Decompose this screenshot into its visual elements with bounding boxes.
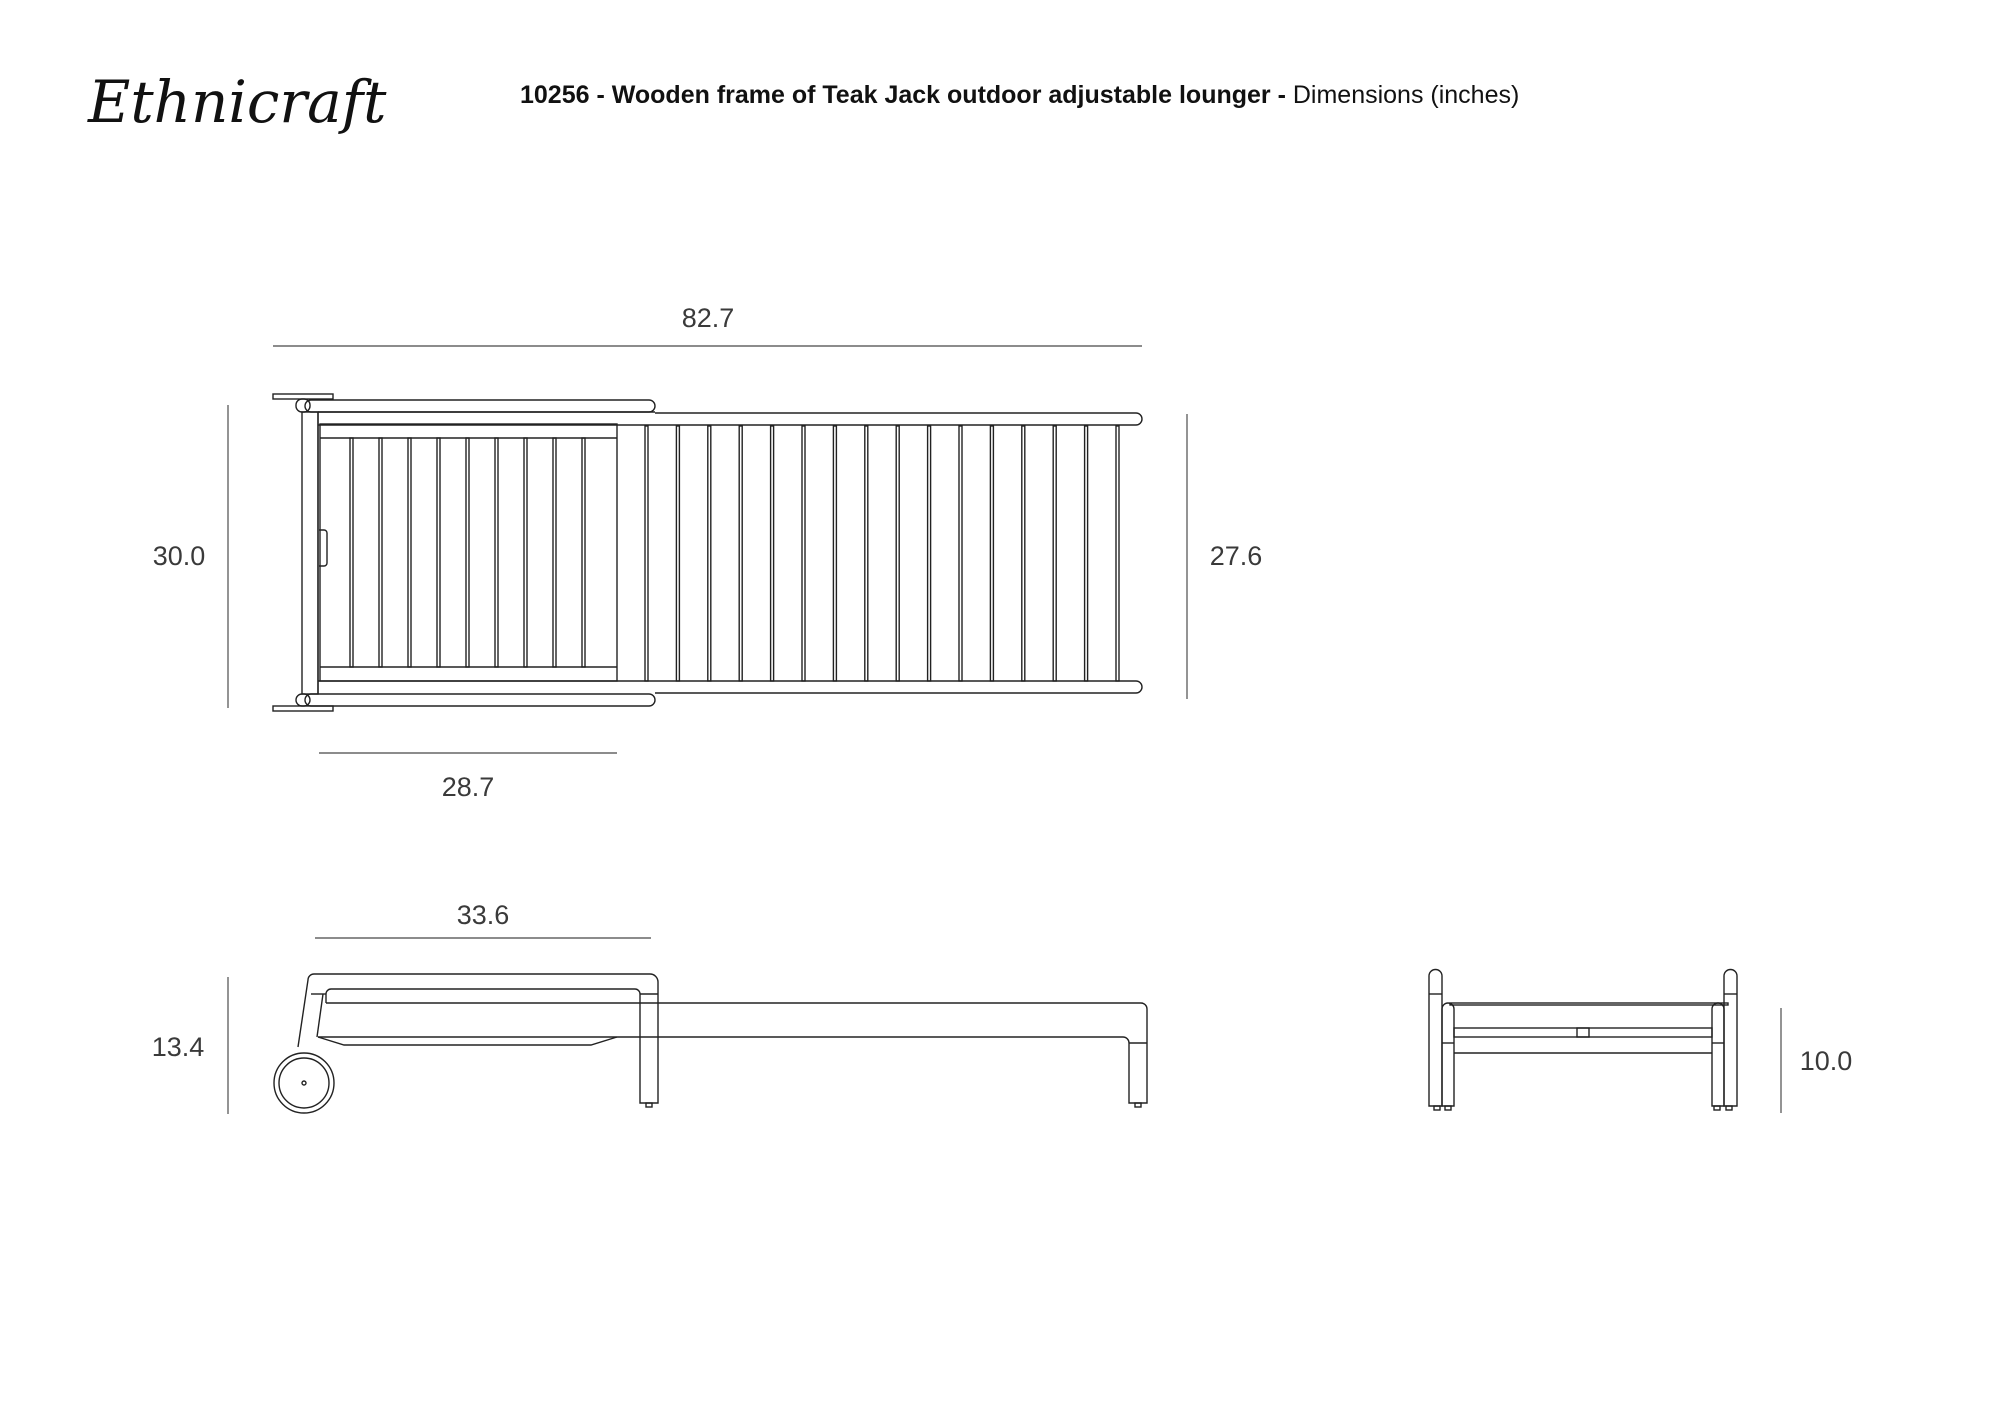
backrest-frame bbox=[319, 423, 618, 682]
slat bbox=[864, 425, 869, 682]
foot bbox=[1713, 1105, 1721, 1111]
dim-overall-height: 13.4 bbox=[152, 1032, 205, 1062]
top-plate bbox=[272, 393, 334, 400]
wheel-tire bbox=[278, 1057, 330, 1109]
cross-rail bbox=[1453, 1027, 1713, 1038]
wheel-hub bbox=[301, 1080, 307, 1086]
front-view bbox=[1428, 968, 1738, 1111]
dim-backrest-length: 28.7 bbox=[442, 772, 495, 802]
slat bbox=[552, 437, 557, 668]
slat bbox=[465, 437, 470, 668]
backrest-slats bbox=[349, 437, 586, 668]
bottom-plate bbox=[272, 705, 334, 712]
title-units: Dimensions (inches) bbox=[1286, 81, 1519, 109]
right-inner-post bbox=[1711, 1002, 1725, 1107]
ethnicraft-logo: Ethnicraft bbox=[87, 68, 387, 136]
seat-frame bbox=[317, 411, 1143, 694]
dim-overall-width: 30.0 bbox=[153, 541, 206, 571]
left-outer-post bbox=[1428, 968, 1443, 1107]
dim-seat-width: 27.6 bbox=[1210, 541, 1263, 571]
wheel bbox=[273, 1052, 335, 1114]
center-block bbox=[1576, 1027, 1590, 1038]
backrest-rail-top bbox=[304, 399, 656, 413]
right-outer-post bbox=[1723, 968, 1738, 1107]
slat bbox=[523, 437, 528, 668]
slat bbox=[738, 425, 743, 682]
foot bbox=[1444, 1105, 1452, 1111]
left-inner-post bbox=[1441, 1002, 1455, 1107]
seat-slats bbox=[644, 425, 1120, 682]
slat bbox=[1083, 425, 1089, 682]
bottom-knuckle bbox=[295, 693, 311, 707]
dim-seat-height: 10.0 bbox=[1800, 1046, 1853, 1076]
slat bbox=[801, 425, 806, 682]
side-view bbox=[273, 973, 1148, 1114]
backrest-side bbox=[297, 973, 659, 1104]
seat-side bbox=[318, 1002, 1148, 1104]
under-seat-tray bbox=[317, 1036, 618, 1046]
page-title: 10256 - Wooden frame of Teak Jack outdoo… bbox=[520, 81, 1519, 109]
slat bbox=[1021, 425, 1026, 682]
slat bbox=[378, 437, 383, 668]
slat bbox=[407, 437, 412, 668]
slat bbox=[644, 425, 649, 682]
slat bbox=[581, 437, 586, 668]
slat bbox=[769, 425, 775, 682]
slat bbox=[675, 425, 681, 682]
slat bbox=[436, 437, 441, 668]
dim-backrest-depth: 33.6 bbox=[457, 900, 510, 930]
seat-top bbox=[1449, 1002, 1729, 1006]
slat bbox=[1052, 425, 1057, 682]
backrest-rail-bottom bbox=[304, 693, 656, 707]
strut-inner bbox=[316, 993, 324, 1038]
backrest-handle bbox=[319, 529, 328, 567]
foot bbox=[1433, 1105, 1441, 1111]
slat bbox=[832, 425, 838, 682]
backrest-end-bar bbox=[301, 411, 319, 695]
front-foot bbox=[1134, 1102, 1142, 1108]
slat bbox=[895, 425, 900, 682]
foot bbox=[1725, 1105, 1733, 1111]
slat bbox=[958, 425, 963, 682]
slat bbox=[989, 425, 995, 682]
top-view bbox=[272, 393, 1143, 712]
slat bbox=[494, 437, 499, 668]
slat bbox=[707, 425, 712, 682]
title-product: 10256 - Wooden frame of Teak Jack outdoo… bbox=[520, 81, 1286, 109]
slat bbox=[1115, 425, 1120, 682]
back-foot bbox=[645, 1102, 653, 1108]
slat bbox=[349, 437, 354, 668]
dim-overall-length: 82.7 bbox=[682, 303, 735, 333]
slat bbox=[926, 425, 932, 682]
